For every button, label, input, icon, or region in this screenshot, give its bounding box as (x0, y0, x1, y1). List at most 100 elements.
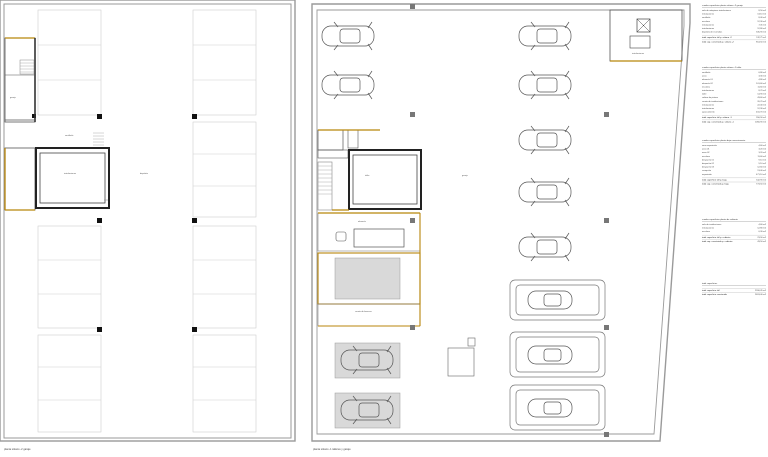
table-row-label: escalera (702, 85, 711, 88)
table-total-label: total superficie construida (702, 293, 728, 296)
plan-right-caption: planta sótano -1 talleres y garaje (313, 447, 351, 451)
workshop-zones (317, 212, 421, 327)
area-table: cuadro superficies planta sótano -1 tall… (702, 66, 767, 123)
plan-left: garaje vestíbulo instalaciones depósito … (0, 0, 296, 451)
cars-on-lifts (527, 290, 573, 418)
lift-bays (509, 279, 606, 431)
table-row-value: 7,45 m2 (758, 24, 766, 26)
table-row-value: 9,10 m2 (758, 159, 766, 161)
table-row-value: 6,80 m2 (758, 72, 766, 74)
table-row-label: recepción (702, 169, 712, 172)
table-total-value: 956,90 m2 (756, 117, 767, 119)
table-row-value: 43,60 m2 (757, 97, 767, 99)
table-row-value: 9,10 m2 (758, 163, 766, 165)
room-labels-left: garaje vestíbulo instalaciones depósito (10, 96, 149, 175)
table-row-label: despacho 03 (702, 167, 715, 169)
table-row-value: 8,70 m2 (758, 90, 766, 92)
plan-right: taller garaje almacén instalaciones cuar… (311, 3, 691, 451)
parking-stalls-left (37, 9, 257, 433)
table-total-value: 814,50 m2 (756, 41, 767, 43)
table-row-value: 3,20 m2 (758, 152, 766, 154)
installations-room (609, 9, 683, 62)
room-label: almacén (358, 221, 367, 223)
table-row-label: vestíbulo (702, 71, 711, 74)
table-row-value: 6,30 m2 (758, 231, 766, 233)
room-label: garaje (10, 96, 17, 99)
core-left (4, 37, 110, 211)
table-title: cuadro superficies planta sótano -1 tall… (702, 66, 742, 69)
room-label: vestíbulo (65, 134, 74, 137)
table-row-label: cuarto de instalaciones (702, 100, 723, 103)
area-table: cuadro superficies planta sótano -2 gara… (702, 4, 767, 43)
table-row-value: 12,30 m2 (757, 108, 767, 110)
table-total-label: total superficie útil p. cubierta (702, 236, 731, 239)
table-total-value: 774,50 m2 (756, 184, 767, 186)
table-row-label: escalera (702, 230, 711, 233)
table-row-value: 12,80 m2 (757, 228, 767, 230)
table-total-label: total sup. construida p. baja (702, 183, 730, 186)
table-row-value: 471,10 m2 (756, 174, 767, 176)
structural-columns-right (410, 4, 609, 437)
table-row-label: almacén 01 (702, 79, 714, 81)
table-row-label: aseo 02 (702, 152, 710, 154)
room-label: cuarto de basuras (355, 310, 372, 313)
table-row-label: instalaciones (702, 103, 714, 106)
table-row-label: instalaciones (702, 89, 714, 92)
table-row-value: 13,40 m2 (757, 170, 767, 172)
table-row-value: 12,80 m2 (757, 28, 767, 30)
table-row-value: 3,30 m2 (758, 76, 766, 78)
structural-columns-left (32, 114, 197, 332)
table-total-value: 23,90 m2 (757, 237, 767, 239)
table-row-label: despacho 01 (702, 159, 715, 161)
table-row-label: cabina de pintura (702, 96, 719, 99)
table-row-value: 14,90 m2 (757, 94, 767, 96)
table-total-label: total sup. construida p. cubierta (702, 240, 733, 243)
table-row-value: 3,20 m2 (758, 149, 766, 151)
table-row-label: sala de máquinas instalaciones (702, 9, 731, 12)
room-label: depósito (140, 172, 149, 175)
equipment (467, 337, 476, 347)
core-right (317, 129, 422, 211)
table-total-value: 1060,90 m2 (755, 121, 767, 123)
table-row-value: 13,10 m2 (757, 14, 767, 16)
table-row-value: 8,40 m2 (758, 17, 766, 19)
equipment (447, 347, 475, 377)
table-row-label: exposición (702, 174, 713, 176)
table-row-label: almacén 02 (702, 83, 714, 85)
table-row-label: instalaciones (702, 107, 714, 110)
table-row-label: escalera (702, 20, 711, 23)
table-total-label: total superficie útil (702, 289, 720, 292)
table-row-value: 11,60 m2 (757, 86, 766, 88)
table-title: cuadro superficies planta de cubierta (702, 218, 739, 221)
table-total-value: 43,50 m2 (757, 241, 767, 243)
lift-pads (334, 342, 401, 429)
room-label: garaje (462, 174, 469, 177)
room-label: instalaciones (64, 172, 76, 175)
table-row-value: 8,50 m2 (758, 10, 766, 12)
table-row-label: vestíbulo (702, 16, 711, 19)
table-row-label: depósito de incendios (702, 31, 722, 34)
room-labels-right: taller garaje almacén instalaciones cuar… (355, 52, 644, 313)
area-tables: cuadro superficies planta sótano -2 gara… (702, 4, 767, 296)
cars (321, 21, 572, 425)
table-row-value: 20,70 m2 (757, 101, 767, 103)
table-row-label: instalaciones (702, 13, 714, 16)
table-row-label: taller (702, 93, 707, 96)
table-row-value: 4,60 m2 (758, 145, 766, 147)
table-row-value: 11,60 m2 (757, 156, 766, 158)
room-label: taller (365, 174, 370, 177)
area-table: cuadro superficies planta de cubiertasal… (702, 218, 767, 243)
table-row-label: aseo 01 (702, 149, 710, 151)
table-row-value: 410,70 m2 (756, 112, 767, 114)
table-row-label: despacho 02 (702, 163, 715, 165)
table-row-value: 4,80 m2 (758, 79, 766, 81)
table-row-value: 22,40 m2 (757, 104, 767, 106)
table-row-label: instalaciones (702, 27, 714, 30)
room-label: instalaciones (632, 52, 644, 55)
table-total-label: total sup. construida p. sótano -1 (702, 120, 735, 123)
table-row-label: escalera (702, 155, 711, 158)
table-total-label: total superficie útil p. baja (702, 178, 727, 181)
table-row-label: instalaciones (702, 23, 714, 26)
